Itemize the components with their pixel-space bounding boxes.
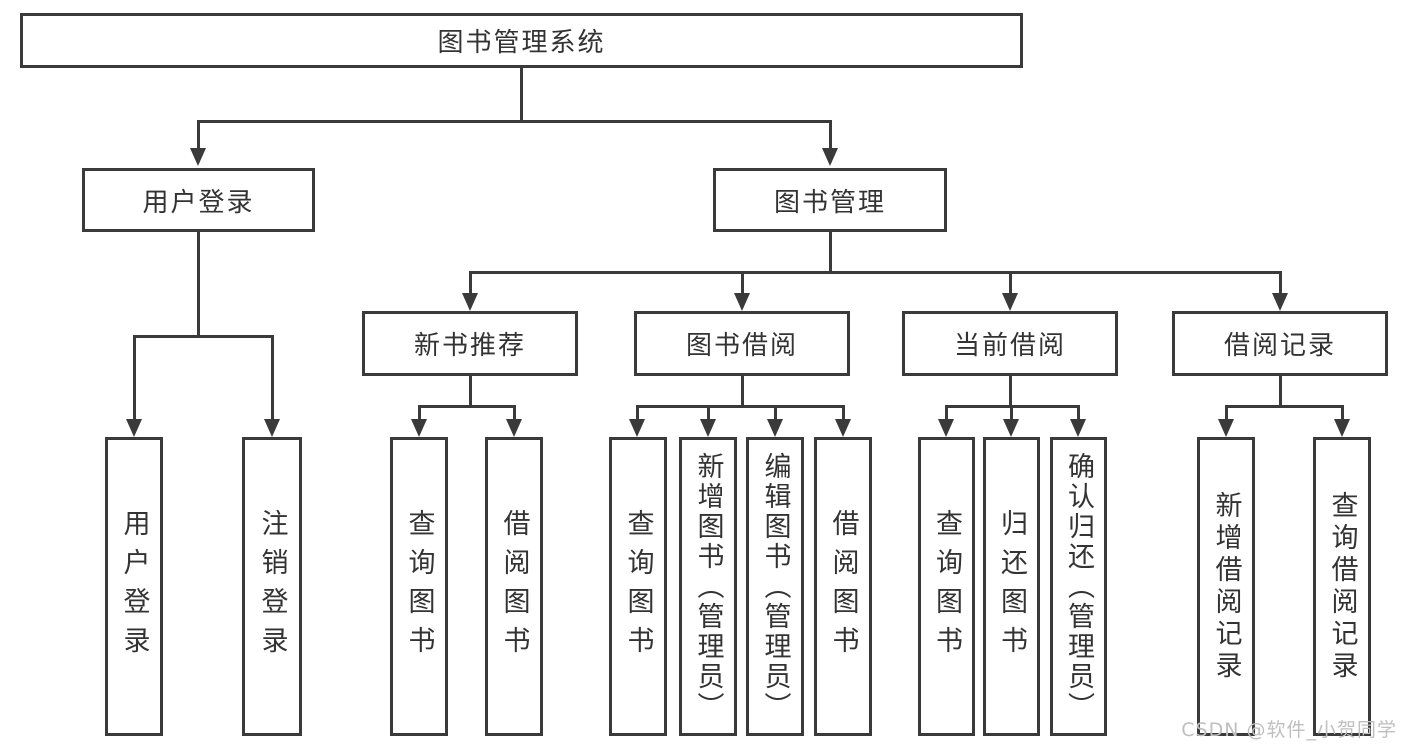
arrow-down-icon (629, 419, 645, 437)
arrow-down-icon (1002, 293, 1018, 311)
connector-line (513, 405, 516, 421)
leaf-logout-label: 注销登录 (256, 508, 288, 665)
arrow-down-icon (411, 419, 427, 437)
leaf-return-books-label: 归还图书 (996, 508, 1027, 665)
arrow-down-icon (822, 148, 838, 166)
arrow-down-icon (506, 419, 522, 437)
connector-line (469, 271, 472, 297)
connector-line (197, 120, 832, 123)
arrow-down-icon (1272, 293, 1288, 311)
connector-line (707, 405, 710, 421)
leaf-current-query-books: 查询图书 (918, 437, 975, 736)
connector-line (1077, 405, 1080, 421)
arrow-down-icon (835, 419, 851, 437)
connector-line (774, 405, 777, 421)
leaf-borrowing-query-books-label: 查询图书 (622, 508, 654, 665)
connector-line (469, 271, 1282, 274)
leaf-recommend-borrow-books: 借阅图书 (485, 437, 543, 736)
connector-line (197, 232, 200, 338)
arrow-down-icon (938, 419, 954, 437)
connector-line (829, 120, 832, 150)
node-book-borrowing-label: 图书借阅 (685, 331, 798, 361)
connector-line (1009, 271, 1012, 297)
leaf-user-login-label: 用户登录 (118, 508, 150, 665)
arrow-down-icon (462, 293, 478, 311)
node-root-label: 图书管理系统 (437, 28, 606, 58)
leaf-borrowing-query-books: 查询图书 (609, 437, 667, 736)
node-book-management-label: 图书管理 (773, 187, 886, 218)
connector-line (520, 68, 523, 123)
leaf-edit-books-admin-label: 编辑图书（管理员） (759, 451, 791, 722)
connector-line (271, 335, 274, 421)
csdn-watermark: CSDN @软件_小贺同学 (1181, 719, 1397, 741)
leaf-edit-books-admin: 编辑图书（管理员） (746, 437, 804, 736)
leaf-add-borrow-record: 新增借阅记录 (1197, 437, 1255, 736)
node-current-borrowing-label: 当前借阅 (953, 331, 1066, 361)
node-book-borrowing: 图书借阅 (634, 311, 850, 376)
arrow-down-icon (126, 419, 142, 437)
leaf-query-borrow-record: 查询借阅记录 (1313, 437, 1371, 736)
node-borrowing-records: 借阅记录 (1172, 311, 1388, 376)
connector-line (133, 335, 274, 338)
node-borrowing-records-label: 借阅记录 (1223, 331, 1336, 361)
leaf-add-books-admin-label: 新增图书（管理员） (692, 451, 724, 722)
connector-line (636, 405, 639, 421)
connector-line (1341, 405, 1344, 421)
connector-line (945, 405, 948, 421)
connector-line (829, 232, 832, 274)
connector-line (1279, 271, 1282, 297)
leaf-recommend-borrow-books-label: 借阅图书 (498, 508, 530, 665)
arrow-down-icon (190, 148, 206, 166)
node-book-management: 图书管理 (713, 168, 947, 232)
node-new-book-recommend-label: 新书推荐 (413, 331, 526, 361)
leaf-confirm-return-admin-label: 确认归还（管理员） (1063, 451, 1094, 722)
node-current-borrowing: 当前借阅 (902, 311, 1118, 376)
leaf-add-books-admin: 新增图书（管理员） (679, 437, 737, 736)
leaf-return-books: 归还图书 (983, 437, 1040, 736)
leaf-user-login: 用户登录 (105, 437, 163, 736)
leaf-confirm-return-admin: 确认归还（管理员） (1050, 437, 1107, 736)
connector-line (469, 376, 472, 408)
arrow-down-icon (264, 419, 280, 437)
connector-line (418, 405, 421, 421)
node-user-login-label: 用户登录 (142, 187, 255, 218)
arrow-down-icon (1218, 419, 1234, 437)
node-new-book-recommend: 新书推荐 (362, 311, 578, 376)
arrow-down-icon (700, 419, 716, 437)
connector-line (133, 335, 136, 421)
connector-line (842, 405, 845, 421)
leaf-query-borrow-record-label: 查询借阅记录 (1326, 490, 1358, 683)
connector-line (741, 376, 744, 408)
arrow-down-icon (734, 293, 750, 311)
arrow-down-icon (767, 419, 783, 437)
arrow-down-icon (1334, 419, 1350, 437)
leaf-logout: 注销登录 (242, 437, 302, 736)
leaf-borrowing-borrow-books: 借阅图书 (814, 437, 872, 736)
connector-line (1225, 405, 1344, 408)
leaf-add-borrow-record-label: 新增借阅记录 (1210, 490, 1242, 683)
node-root: 图书管理系统 (20, 13, 1023, 68)
connector-line (741, 271, 744, 297)
node-user-login: 用户登录 (82, 168, 315, 232)
arrow-down-icon (1003, 419, 1019, 437)
leaf-current-query-books-label: 查询图书 (931, 508, 962, 665)
connector-line (418, 405, 516, 408)
leaf-recommend-query-books: 查询图书 (390, 437, 448, 736)
arrow-down-icon (1070, 419, 1086, 437)
connector-line (636, 405, 845, 408)
leaf-borrowing-borrow-books-label: 借阅图书 (827, 508, 859, 665)
leaf-recommend-query-books-label: 查询图书 (403, 508, 435, 665)
connector-line (1225, 405, 1228, 421)
connector-line (1279, 376, 1282, 408)
connector-line (1010, 405, 1013, 421)
connector-line (197, 120, 200, 150)
connector-line (1009, 376, 1012, 408)
